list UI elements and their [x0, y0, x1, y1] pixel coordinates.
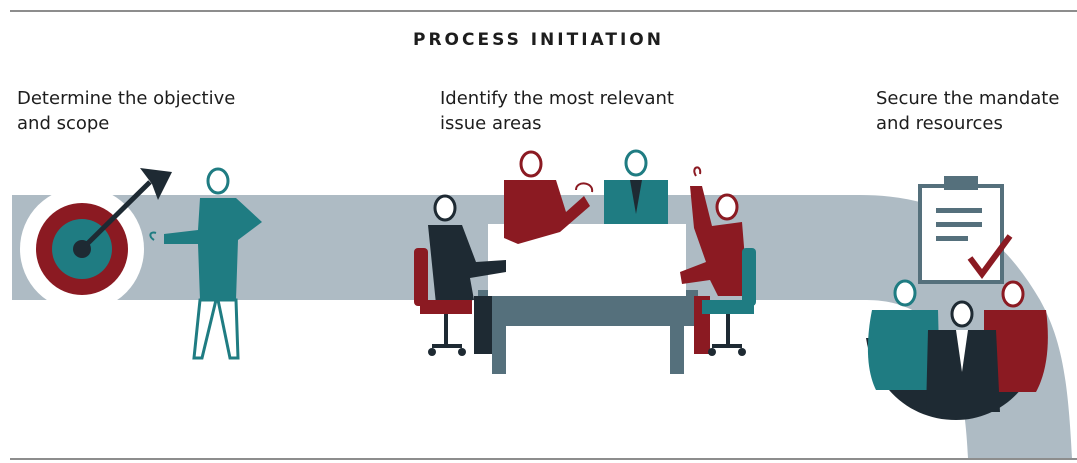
person-icon: [504, 150, 594, 244]
person-icon: [149, 167, 262, 360]
step-secure-mandate: Secure the mandate and resources: [876, 86, 1076, 136]
checkmark-icon: [967, 234, 1013, 280]
meeting-table-icon: [478, 224, 698, 374]
step-label-line: Secure the mandate: [876, 88, 1060, 109]
process-band: [12, 195, 1072, 458]
step-label-line: and resources: [876, 113, 1003, 134]
team-icon: [866, 279, 1048, 420]
arrow-icon: [80, 168, 172, 251]
diagram-title: PROCESS INITIATION: [413, 30, 664, 50]
step-identify-issue-areas: Identify the most relevant issue areas: [440, 86, 740, 136]
office-chair-icon: [414, 248, 472, 356]
office-chair-icon: [702, 248, 756, 356]
step-label-line: Determine the objective: [17, 88, 236, 109]
person-icon: [604, 149, 668, 224]
step-determine-objective: Determine the objective and scope: [17, 86, 317, 136]
person-icon: [428, 194, 506, 354]
bottom-rule: [10, 458, 1077, 460]
step-label-line: and scope: [17, 113, 110, 134]
step-label-line: Identify the most relevant: [440, 88, 674, 109]
top-rule: [10, 10, 1077, 12]
step-label-line: issue areas: [440, 113, 542, 134]
